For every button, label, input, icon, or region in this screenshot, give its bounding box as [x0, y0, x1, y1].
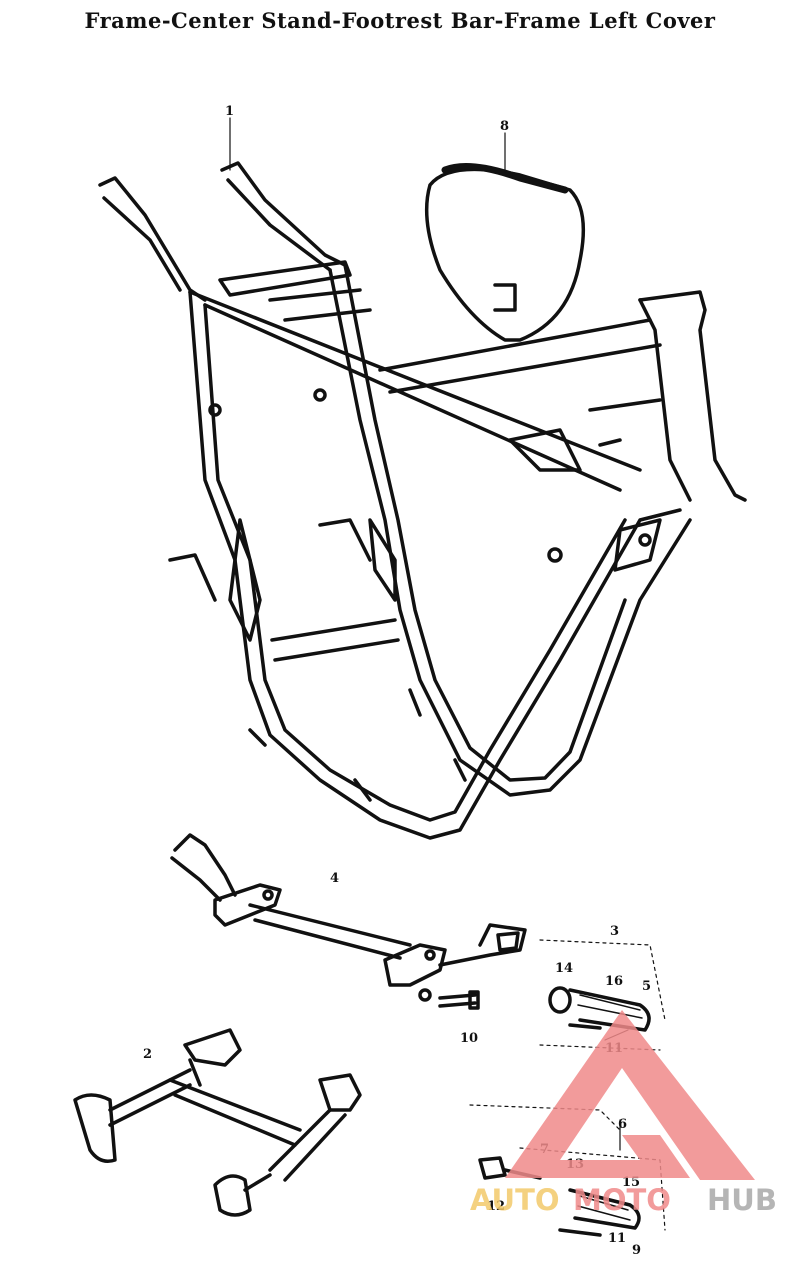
watermark-hub: HUB [707, 1183, 777, 1217]
center-stand-part [73, 1028, 362, 1217]
frame-left-cover-part [424, 162, 586, 342]
callout-12: 12 [487, 1199, 505, 1214]
callout-10: 10 [460, 1031, 478, 1046]
callout-9: 9 [632, 1243, 641, 1258]
watermark-logo: AUTO MOTO HUB [470, 1010, 777, 1217]
callout-16: 16 [605, 974, 623, 989]
callout-3: 3 [610, 924, 619, 939]
watermark-auto: AUTO [470, 1183, 560, 1217]
callout-15: 15 [622, 1175, 640, 1190]
callout-11-lower: 11 [608, 1231, 626, 1246]
callout-1: 1 [225, 104, 234, 119]
footrest-rubber-upper [548, 986, 651, 1032]
triangle-logo-icon [505, 1010, 755, 1180]
frame-part [98, 161, 747, 840]
callout-4: 4 [330, 871, 339, 886]
diagram-title: Frame-Center Stand-Footrest Bar-Frame Le… [84, 8, 716, 33]
callout-8: 8 [500, 119, 509, 134]
callout-6: 6 [618, 1117, 627, 1132]
callout-2: 2 [143, 1047, 152, 1062]
watermark-moto: MOTO [573, 1183, 671, 1217]
callout-14: 14 [555, 961, 573, 976]
footrest-bar-part [170, 833, 527, 1010]
callout-5: 5 [642, 979, 651, 994]
